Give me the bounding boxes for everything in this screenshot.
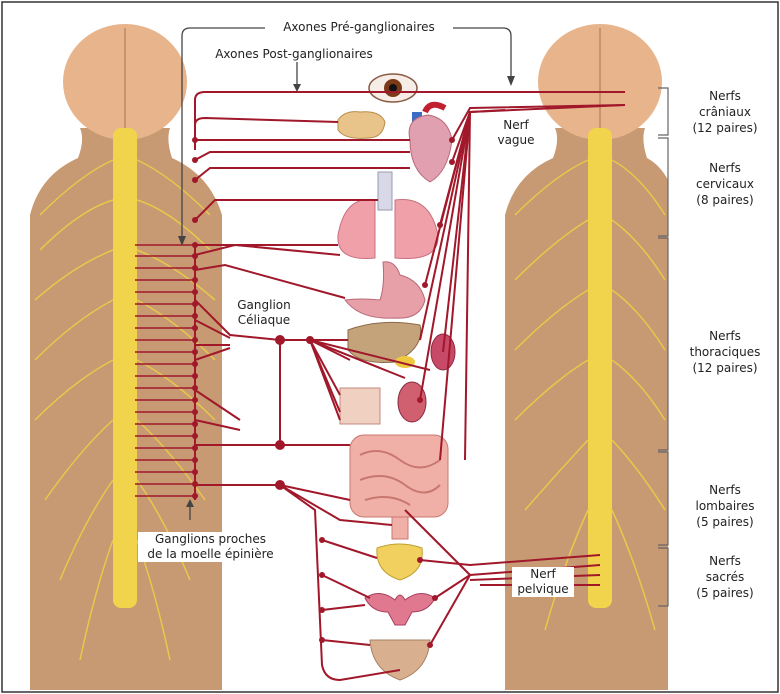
uterus-organ [364, 593, 436, 626]
left-spinal-cord [113, 128, 137, 608]
cervical-nerves-label: Nerfs cervicaux (8 paires) [695, 161, 754, 207]
intestines-organ [349, 434, 449, 540]
kidney-organ [397, 381, 427, 423]
liver-organ [347, 321, 422, 368]
nerve-group-brackets [658, 87, 669, 607]
stomach-organ [344, 261, 426, 319]
arrow-heads [178, 76, 515, 507]
organs [337, 73, 456, 681]
near-ganglia-label: Ganglions proches de la moelle épinière [138, 532, 283, 562]
bladder-organ [376, 543, 423, 581]
thoracic-nerves-label: Nerfs thoraciques (12 paires) [689, 329, 761, 375]
heart-organ [408, 101, 453, 183]
left-body [30, 24, 222, 690]
genital-organ [369, 639, 431, 681]
right-body [505, 24, 668, 690]
eye-organ [368, 73, 418, 103]
nerve-paths [135, 91, 626, 682]
ganglia-dots [192, 137, 455, 648]
sacral-nerves-label: Nerfs sacrés (5 paires) [696, 554, 754, 600]
vagus-label: Nerf vague [490, 118, 542, 148]
pelvic-label: Nerf pelvique [512, 567, 574, 597]
lungs-organ [337, 171, 439, 260]
post-ganglionic-label: Axones Post-ganglionaires [200, 47, 388, 62]
lumbar-nerves-label: Nerfs lombaires (5 paires) [695, 483, 755, 529]
pre-ganglionic-arrows [181, 27, 512, 520]
celiac-label: Ganglion Céliaque [232, 298, 296, 328]
adrenal-organ [339, 387, 381, 425]
cranial-nerves-label: Nerfs crâniaux (12 paires) [692, 89, 758, 135]
right-spinal-cord [588, 128, 612, 608]
pre-ganglionic-label: Axones Pré-ganglionaires [265, 20, 453, 35]
salivary-gland-organ [337, 111, 386, 139]
